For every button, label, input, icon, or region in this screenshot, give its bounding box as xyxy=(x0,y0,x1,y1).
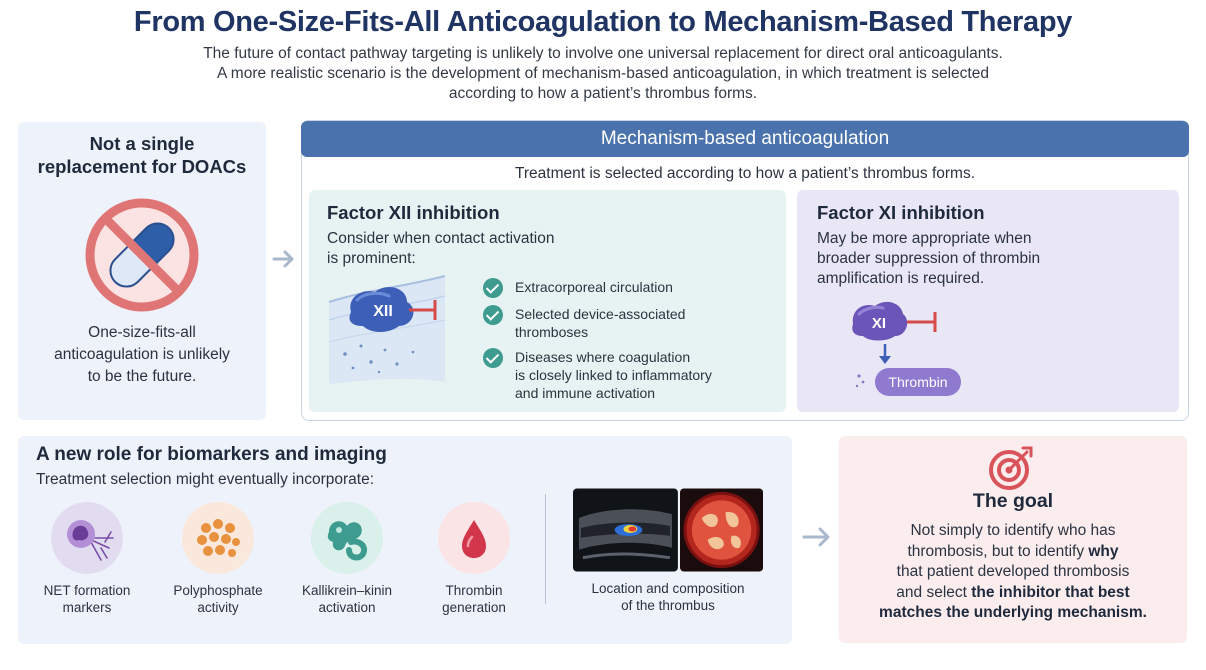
xi-molecule-label: XI xyxy=(872,315,886,332)
left-panel-text: One-size-fits-all anticoagulation is unl… xyxy=(18,322,266,388)
goal-line-1: Not simply to identify who has xyxy=(910,522,1116,539)
thrombus-imaging: Location and composition of the thrombus xyxy=(573,488,763,614)
check-icon xyxy=(483,305,503,325)
left-text-line-3: to be the future. xyxy=(87,368,197,385)
imaging-line-2: of the thrombus xyxy=(621,598,715,613)
polyphosphate-icon xyxy=(182,502,254,574)
subtitle-line-1: The future of contact pathway targeting … xyxy=(203,45,1003,62)
left-text-line-2: anticoagulation is unlikely xyxy=(54,346,230,363)
check-icon xyxy=(483,278,503,298)
left-heading-line-1: Not a single xyxy=(89,133,195,154)
subtitle-line-2: A more realistic scenario is the develop… xyxy=(217,65,989,82)
xii-indication-list: Extracorporeal circulation Selected devi… xyxy=(483,278,773,409)
list-item: Diseases where coagulation is closely li… xyxy=(483,348,773,402)
goal-line-4a: and select xyxy=(896,583,972,601)
biomarker-thrombin-generation: Thrombin generation xyxy=(414,502,534,616)
xi-desc-line-2: broader suppression of thrombin xyxy=(817,250,1041,267)
net-cell-icon xyxy=(51,502,123,574)
goal-line-5: matches the underlying mechanism. xyxy=(879,604,1147,621)
vessel-wall-illustration: XII xyxy=(328,275,446,384)
xi-desc-line-1: May be more appropriate when xyxy=(817,230,1032,247)
mechanism-subheader: Treatment is selected according to how a… xyxy=(514,165,976,182)
item-1-line-1: Extracorporeal circulation xyxy=(515,279,673,295)
kallikrein-icon xyxy=(311,502,383,574)
no-pill-icon xyxy=(85,198,199,312)
left-heading-line-2: replacement for DOACs xyxy=(37,156,247,177)
factor-xi-card: Factor XI inhibition May be more appropr… xyxy=(797,190,1179,412)
ultrasound-image xyxy=(573,488,678,572)
biomarkers-subtitle: Treatment selection might eventually inc… xyxy=(36,471,375,488)
biomarker-thrombin-line-2: generation xyxy=(442,600,506,615)
item-2-line-2: thromboses xyxy=(515,324,589,340)
page-title: From One-Size-Fits-All Anticoagulation t… xyxy=(133,6,1073,38)
goal-line-2b: why xyxy=(1088,542,1119,560)
item-3-line-3: and immune activation xyxy=(515,385,656,401)
goal-title: The goal xyxy=(972,490,1054,512)
xii-desc-line-2: is prominent: xyxy=(327,250,416,267)
mechanism-header: Mechanism-based anticoagulation xyxy=(301,121,1189,157)
divider xyxy=(545,494,546,604)
subtitle-line-3: according to how a patient’s thrombus fo… xyxy=(448,85,758,102)
xii-molecule-label: XII xyxy=(373,303,393,320)
xi-desc-line-3: amplification is required. xyxy=(817,270,985,287)
goal-text: Not simply to identify who has thrombosi… xyxy=(869,521,1157,624)
goal-line-2a: thrombosis, but to identify xyxy=(907,542,1089,560)
imaging-line-1: Location and composition xyxy=(591,581,745,596)
arrow-right-icon xyxy=(272,250,294,268)
biomarker-net-line-1: NET formation xyxy=(43,583,131,598)
biomarker-net: NET formation markers xyxy=(27,502,147,616)
item-3-line-1: Diseases where coagulation xyxy=(515,349,691,365)
factor-xii-card: Factor XII inhibition Consider when cont… xyxy=(309,190,786,412)
check-icon xyxy=(483,348,503,368)
biomarker-polyp-line-2: activity xyxy=(197,600,239,615)
goal-panel: The goal Not simply to identify who has … xyxy=(839,436,1187,643)
list-item: Extracorporeal circulation xyxy=(483,278,773,298)
biomarker-polyphosphate: Polyphosphate activity xyxy=(158,502,278,616)
factor-xi-title: Factor XI inhibition xyxy=(817,202,985,223)
biomarker-polyp-line-1: Polyphosphate xyxy=(173,583,263,598)
biomarkers-panel: A new role for biomarkers and imaging Tr… xyxy=(18,436,792,644)
item-3-line-2: is closely linked to inflammatory xyxy=(515,367,712,383)
biomarkers-title: A new role for biomarkers and imaging xyxy=(36,444,387,465)
biomarker-thrombin-line-1: Thrombin xyxy=(445,583,503,598)
histology-image xyxy=(679,488,763,572)
left-panel-heading: Not a single replacement for DOACs xyxy=(18,132,266,178)
not-single-replacement-panel: Not a single replacement for DOACs One-s… xyxy=(18,122,266,420)
xi-thrombin-illustration: XI Thrombin xyxy=(852,301,961,396)
blood-drop-icon xyxy=(438,502,510,574)
factor-xi-description: May be more appropriate when broader sup… xyxy=(817,229,1040,289)
thrombin-label: Thrombin xyxy=(888,374,947,390)
biomarker-kallikrein-line-1: Kallikrein–kinin xyxy=(301,583,393,598)
goal-line-3: that patient developed thrombosis xyxy=(896,563,1130,580)
biomarker-kallikrein: Kallikrein–kinin activation xyxy=(287,502,407,616)
target-icon xyxy=(989,446,1033,490)
factor-xii-title: Factor XII inhibition xyxy=(327,202,500,223)
left-text-line-1: One-size-fits-all xyxy=(88,324,196,341)
goal-line-4b: the inhibitor that best xyxy=(971,583,1130,601)
biomarker-net-line-2: markers xyxy=(62,600,112,615)
list-item: Selected device-associated thromboses xyxy=(483,305,773,341)
item-2-line-1: Selected device-associated xyxy=(515,306,686,322)
factor-xii-description: Consider when contact activation is prom… xyxy=(327,229,554,269)
biomarker-kallikrein-line-2: activation xyxy=(318,600,376,615)
arrow-right-icon xyxy=(802,527,830,547)
xii-desc-line-1: Consider when contact activation xyxy=(327,230,555,247)
page-subtitle: The future of contact pathway targeting … xyxy=(150,44,1056,104)
